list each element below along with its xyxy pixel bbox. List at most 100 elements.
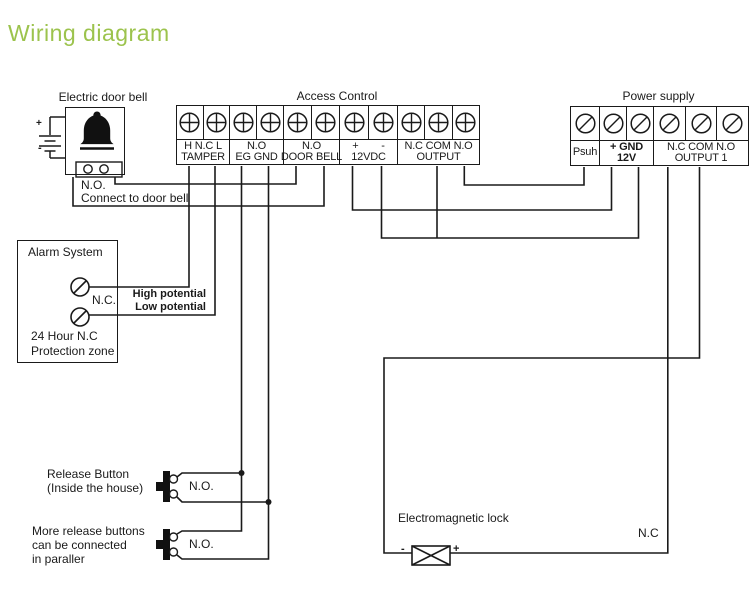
terminal-cell: [398, 106, 424, 139]
door-bell-box: [65, 107, 125, 175]
battery-minus-label: -: [38, 142, 42, 154]
terminal-cell: [177, 106, 203, 139]
terminal-section-label: + -12VDC: [340, 140, 397, 164]
terminal-label-top: N.O: [302, 139, 321, 152]
terminal-label-bottom: 12V: [617, 152, 636, 164]
junction-dot: [265, 499, 272, 505]
terminal-cell: [230, 106, 256, 139]
lock-plus-label: +: [453, 543, 460, 555]
terminal-label-top: + GND: [610, 140, 643, 153]
release-button-label-line1: Release Button: [47, 467, 130, 481]
terminal-label-bottom: TAMPER: [181, 151, 225, 163]
lock-minus-label: -: [401, 543, 405, 555]
electromagnetic-lock-icon: [411, 545, 451, 566]
screw-terminal-icon: [315, 112, 336, 133]
terminal-label-top: N.C COM N.O: [666, 140, 736, 153]
terminal-cell: [654, 107, 685, 140]
terminal-label-bottom: 12VDC: [351, 151, 386, 163]
terminal-cell: [571, 107, 599, 140]
screw-terminal-icon: [206, 112, 227, 133]
door-bell-no-label: N.O.: [81, 178, 106, 192]
terminal-label-top: N.O: [247, 139, 266, 152]
wire-12vdc-plus: [351, 166, 613, 211]
screw-terminal-icon: [455, 112, 476, 133]
terminal-cell: [684, 107, 717, 140]
wire-12vdc-minus: [380, 166, 640, 239]
more-buttons-label-line3: in paraller: [32, 552, 85, 566]
terminal-cell: [202, 106, 230, 139]
door-bell-label: Electric door bell: [58, 90, 148, 104]
power-supply-title: Power supply: [622, 89, 695, 103]
screw-terminal-icon: [722, 113, 743, 134]
wire-psu-com-to-lock: [383, 167, 701, 554]
terminal-section-label: Psuh: [571, 141, 599, 165]
page-title: Wiring diagram: [8, 20, 170, 46]
terminal-cell: [626, 107, 653, 140]
terminal-label-bottom: EG GND: [235, 151, 278, 163]
low-potential-label: Low potential: [135, 301, 206, 313]
lock-label: Electromagnetic lock: [398, 511, 509, 525]
terminal-cell: [311, 106, 339, 139]
lock-nc-label: N.C: [638, 526, 659, 540]
terminal-cell: [284, 106, 311, 139]
terminal-section: + -12VDC: [339, 106, 397, 164]
screw-terminal-icon: [629, 113, 651, 134]
screw-terminal-icon: [428, 112, 449, 133]
screw-terminal-icon: [574, 113, 596, 134]
release-button2-no-label: N.O.: [189, 537, 214, 551]
terminal-cell: [256, 106, 283, 139]
screw-terminal-icon: [343, 112, 365, 133]
junction-dot: [238, 470, 245, 476]
wire-button1-bottom: [176, 496, 269, 503]
terminal-label-bottom: DOOR BELL: [280, 151, 343, 163]
terminal-cell: [340, 106, 368, 139]
alarm-zone-line1: 24 Hour N.C: [31, 329, 98, 343]
terminal-cell: [600, 107, 626, 140]
terminal-label-bottom: OUTPUT: [416, 151, 461, 163]
terminal-label-top: + -: [352, 139, 385, 152]
terminal-label-top: H N.C L: [184, 139, 222, 152]
terminal-cell: [451, 106, 479, 139]
alarm-system-title: Alarm System: [28, 245, 103, 259]
wire-psu-nc-to-lock: [450, 167, 669, 554]
access-control-title: Access Control: [296, 89, 378, 103]
screw-terminal-icon: [259, 112, 281, 133]
wire-eggnd-2: [176, 166, 270, 560]
alarm-zone-line2: Protection zone: [31, 344, 115, 358]
wire-doorbell-1: [108, 166, 297, 185]
screw-terminal-icon: [659, 113, 680, 134]
alarm-system-box: [17, 240, 118, 363]
terminal-label-top: Psuh: [572, 146, 598, 159]
door-bell-connect-label: Connect to door bell: [81, 191, 189, 205]
terminal-cell: [368, 106, 397, 139]
screw-terminal-icon: [232, 112, 254, 133]
terminal-section: Psuh: [571, 107, 599, 165]
release-button1-no-label: N.O.: [189, 479, 214, 493]
release-button-1-icon: [156, 471, 179, 502]
more-buttons-label-line2: can be connected: [32, 538, 127, 552]
screw-terminal-icon: [287, 112, 308, 133]
screw-terminal-icon: [602, 113, 624, 134]
terminal-cell: [716, 107, 748, 140]
battery-plus-label: +: [36, 118, 42, 129]
terminal-cell: [424, 106, 451, 139]
wires: [72, 166, 701, 560]
screw-terminal-icon: [179, 112, 200, 133]
screw-terminal-icon: [372, 112, 394, 133]
junction-dots: [238, 470, 272, 505]
more-buttons-label-line1: More release buttons: [32, 524, 145, 538]
